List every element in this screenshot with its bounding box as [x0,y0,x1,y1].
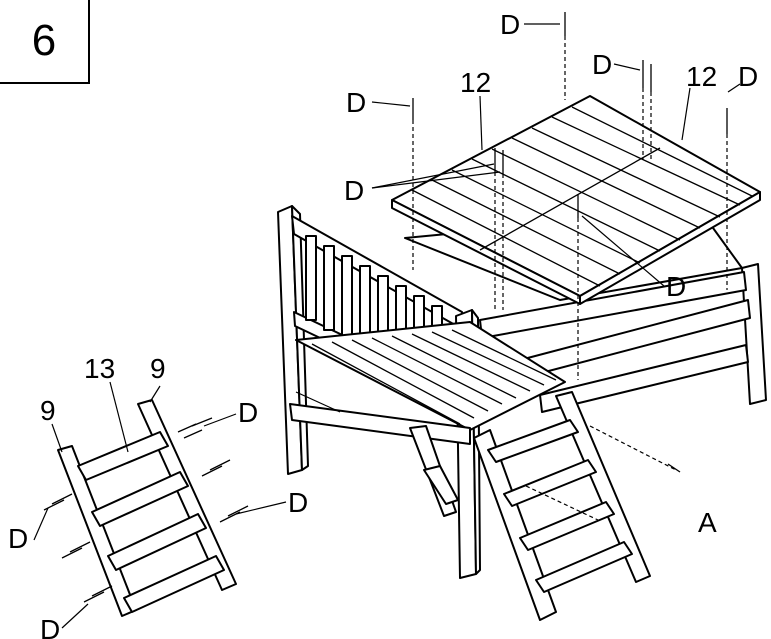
label-part-13: 13 [84,353,115,384]
fasteners [43,12,728,603]
label-d: D [288,487,308,518]
label-part-9: 9 [40,395,56,426]
label-d: D [666,271,686,302]
label-d: D [346,87,366,118]
label-part-12: 12 [460,67,491,98]
label-d: D [592,49,612,80]
step-number: 6 [31,16,57,65]
label-d: D [40,614,60,639]
label-d: D [238,397,258,428]
step-number-box: 6 [0,0,90,84]
label-part-12: 12 [686,61,717,92]
label-assembly-a: A [698,507,717,538]
deck-boards [391,95,761,305]
loose-ladder [57,399,237,617]
label-d: D [344,175,364,206]
label-d: D [738,61,758,92]
leader-lines [33,23,741,629]
label-d: D [500,9,520,40]
label-part-9: 9 [150,353,166,384]
label-d: D [8,523,28,554]
attached-ladder [473,391,651,621]
